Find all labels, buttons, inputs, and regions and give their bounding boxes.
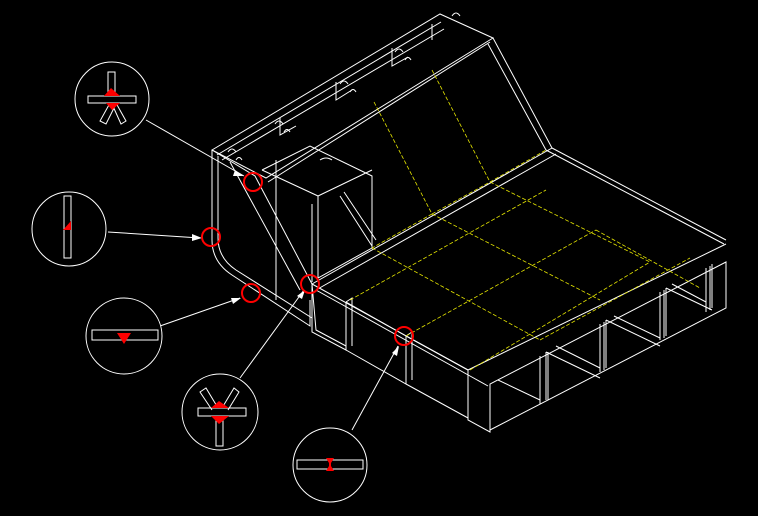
leader-tee-joint bbox=[145, 119, 245, 177]
callout-edge-fillet[interactable] bbox=[31, 191, 107, 267]
weld-marker-bottom[interactable] bbox=[241, 283, 261, 303]
girder-stiffeners bbox=[279, 24, 433, 136]
leader-cross-joint bbox=[239, 289, 305, 379]
arrowhead-bottom bbox=[231, 298, 241, 304]
weld-marker-butt[interactable] bbox=[394, 326, 414, 346]
sloped-plate-edges bbox=[487, 37, 727, 245]
leader-arrowheads bbox=[192, 170, 399, 356]
weld-marker-tee[interactable] bbox=[243, 172, 263, 192]
callout-tee-joint[interactable] bbox=[74, 61, 150, 137]
single-fillet-icon bbox=[63, 195, 72, 259]
front-girder bbox=[311, 284, 469, 419]
butt-weld-icon bbox=[296, 458, 364, 471]
transverse-frames bbox=[489, 264, 727, 431]
arrowhead-tee bbox=[233, 170, 244, 176]
hull-structure bbox=[210, 12, 727, 433]
arrowhead-butt bbox=[392, 346, 399, 356]
side-frame bbox=[211, 149, 347, 347]
weld-marker-cross[interactable] bbox=[300, 274, 320, 294]
leader-butt-weld bbox=[351, 345, 399, 431]
arrowhead-cross bbox=[297, 290, 305, 299]
callout-bottom-fillet[interactable] bbox=[85, 297, 163, 375]
frame-flanges bbox=[497, 266, 711, 401]
weld-markers bbox=[201, 172, 414, 346]
callout-butt-weld[interactable] bbox=[292, 427, 368, 503]
cross-weld-icon bbox=[197, 387, 247, 447]
bottom-fillet-icon bbox=[91, 329, 159, 344]
leader-edge-fillet bbox=[107, 231, 201, 239]
callout-cross-joint[interactable] bbox=[181, 373, 259, 451]
arrowhead-edge bbox=[192, 234, 202, 241]
weld-marker-edge[interactable] bbox=[201, 227, 221, 247]
leader-bottom-fillet bbox=[159, 297, 241, 327]
center-bracket bbox=[339, 191, 377, 247]
tee-weld-icon bbox=[87, 71, 137, 125]
hidden-lines bbox=[349, 69, 701, 371]
leader-lines bbox=[107, 119, 399, 431]
